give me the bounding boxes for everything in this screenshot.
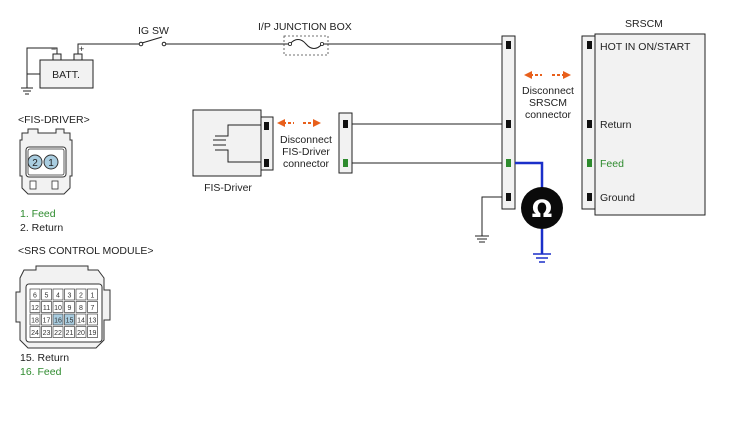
srs-pin-number: 20 [77,330,85,337]
srs-pin-cell [41,288,52,301]
disconnect-srscm-line1: Disconnect [522,85,574,97]
ip-junction-box-label: I/P JUNCTION BOX [258,21,352,33]
srs-pin-number: 11 [43,305,50,312]
srscm-module [594,33,706,216]
srs-pin-cell [29,301,41,313]
srs-pin-cell [75,313,87,326]
fis-harness-connector [338,112,353,174]
srs-pin-number: 21 [66,330,74,337]
srs-pin-cell [64,301,75,313]
fis-driver-connector-face: 2 1 [19,128,73,195]
fis-driver-connector [260,116,274,171]
ohmmeter-icon [521,187,563,229]
srs-pin-number: 3 [68,293,72,300]
srs-pin-number: 2 [79,293,83,300]
srs-pin-cell [41,326,52,338]
ig-switch [138,36,167,47]
srs-pin-number: 5 [45,293,49,300]
srscm-pin-hot-label: HOT IN ON/START [600,41,691,53]
srscm-pin-ground-label: Ground [600,192,635,204]
srs-pin-cell [29,313,41,326]
fis-driver-label: FIS-Driver [204,182,252,194]
srs-pin-cell [87,313,98,326]
srs-pin-number: 18 [31,318,39,325]
srs-pin-number: 4 [56,293,60,300]
srs-pin-number: 9 [68,305,72,312]
srscm-pin-return-label: Return [600,119,632,131]
disconnect-fis-arrow [277,119,321,127]
harness-pin-ground [506,193,511,201]
fis-driver-header: <FIS-DRIVER> [18,114,90,126]
srs-pin-cell [29,326,41,338]
disconnect-fis-line2: FIS-Driver [282,146,330,158]
srs-pin-cell [52,313,64,326]
srs-module-header: <SRS CONTROL MODULE> [18,245,154,257]
srs-pin-number: 24 [31,330,39,337]
srs-pin-number: 22 [54,330,62,337]
meter-lead-positive [515,161,544,188]
srs-pin-number: 1 [91,293,95,300]
srs-pin-cell [29,288,41,301]
disconnect-srscm-arrow [524,71,571,79]
srs-pin-cell [64,313,75,326]
battery-positive-wire [77,43,140,54]
disconnect-srscm-line3: connector [525,109,572,121]
battery-label: BATT. [52,69,80,81]
harness-pin-hot [506,41,511,49]
srs-pin-cell [75,301,87,313]
fis-pin2-label: 2. Return [20,222,63,234]
srs-pin16-label: 16. Feed [20,366,62,378]
srs-pin-cell [75,326,87,338]
srs-pin-cell [52,301,64,313]
svg-text:1: 1 [48,158,54,169]
srs-pin-number: 8 [79,305,83,312]
ohm-symbol: Ω [532,195,552,223]
srscm-title: SRSCM [625,18,663,30]
ig-switch-label: IG SW [138,25,169,37]
meter-ground-icon [533,253,551,263]
srs-pin15-label: 15. Return [20,352,69,364]
svg-text:+: + [79,44,84,54]
srs-pin-cell [52,288,64,301]
fis-pin1-label: 1. Feed [20,208,56,220]
disconnect-fis-line3: connector [283,158,330,170]
srs-pin-cell [64,288,75,301]
srs-pin-number: 15 [66,318,74,325]
fis-driver-box [192,109,262,177]
srs-pin-cell [75,288,87,301]
srs-pin-cell [41,301,52,313]
srs-pin-number: 14 [77,318,85,325]
svg-text:−: − [51,44,56,54]
battery-ground-wire [26,47,58,74]
fuse [283,35,329,56]
srs-pin-number: 12 [31,305,39,312]
srs-pin-number: 7 [91,305,95,312]
srs-pin-cell [64,326,75,338]
harness-pin-return [506,120,511,128]
battery: − + BATT. [21,44,94,95]
fis-driver-squib-icon [213,124,261,163]
srs-pin-cell [41,313,52,326]
srs-pin-cell [87,301,98,313]
harness-pin-feed [506,159,511,167]
srs-pin-number: 19 [89,330,97,337]
disconnect-srscm-line2: SRSCM [529,97,567,109]
srscm-pin-feed-label: Feed [600,158,624,170]
disconnect-fis-line1: Disconnect [280,134,332,146]
svg-text:2: 2 [32,158,38,169]
srs-pin-number: 17 [43,318,51,325]
srs-pin-number: 23 [43,330,51,337]
srs-pin-number: 10 [54,305,62,312]
srs-pin-cell [87,288,98,301]
harness-ground-wire [481,196,502,236]
srs-pin-cell [52,326,64,338]
srs-pin-cell [87,326,98,338]
srs-pin-number: 13 [89,318,97,325]
srs-pin-number: 6 [33,293,37,300]
srs-pin-number: 16 [54,318,62,325]
